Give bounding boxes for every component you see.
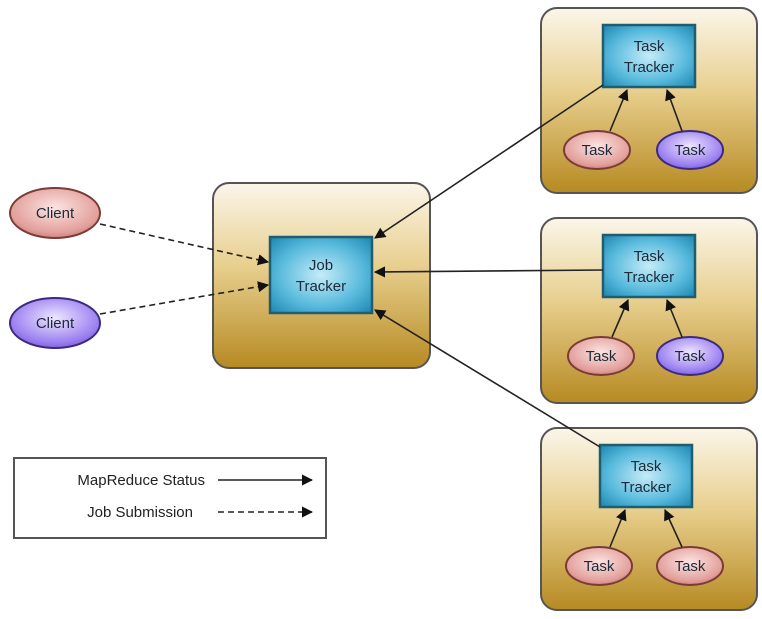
task-label: Task: [586, 348, 617, 365]
task-node: [567, 336, 635, 376]
task-label: Task: [675, 348, 706, 365]
task-node: [656, 336, 724, 376]
job-tracker-node: Job Tracker: [212, 182, 431, 369]
task-label: Task: [675, 142, 706, 159]
task-tracker-label-2: Tracker: [624, 59, 674, 76]
task-tracker-node: Task Tracker Task Task: [540, 427, 758, 611]
task-tracker-label-2: Tracker: [624, 269, 674, 286]
task-tracker-node: Task Tracker Task Task: [540, 217, 758, 404]
task-status-arrow: [609, 508, 627, 548]
task-label: Task: [675, 558, 706, 575]
client-node: Client: [9, 187, 101, 239]
task-tracker-label-1: Task: [631, 458, 662, 475]
task-status-arrow: [609, 88, 629, 132]
task-tracker-label-1: Task: [634, 248, 665, 265]
task-label: Task: [584, 558, 615, 575]
task-label: Task: [582, 142, 613, 159]
task-status-arrow: [665, 88, 683, 132]
job-submission-arrow: [99, 281, 270, 315]
client-label: Client: [36, 315, 75, 332]
task-status-arrow: [665, 298, 683, 338]
status-arrow: [374, 84, 604, 239]
task-status-arrow: [664, 508, 683, 548]
status-arrow: [374, 309, 601, 448]
client-label: Client: [36, 205, 75, 222]
job-submission-arrow: [99, 223, 270, 266]
task-node: [563, 130, 631, 170]
legend-submission-label: Job Submission: [87, 504, 193, 521]
task-status-arrow: [611, 298, 630, 338]
task-tracker-label-1: Task: [634, 38, 665, 55]
task-tracker-node: Task Tracker Task Task: [540, 7, 758, 194]
task-node: [656, 130, 724, 170]
task-node: [656, 546, 724, 586]
client-node: Client: [9, 297, 101, 349]
legend-status-label: MapReduce Status: [77, 472, 205, 489]
legend: MapReduce Status Job Submission: [13, 457, 327, 539]
job-tracker-label-2: Tracker: [296, 278, 346, 295]
status-arrow: [373, 266, 604, 278]
job-tracker-label-1: Job: [309, 257, 333, 274]
task-node: [565, 546, 633, 586]
task-tracker-label-2: Tracker: [621, 479, 671, 496]
